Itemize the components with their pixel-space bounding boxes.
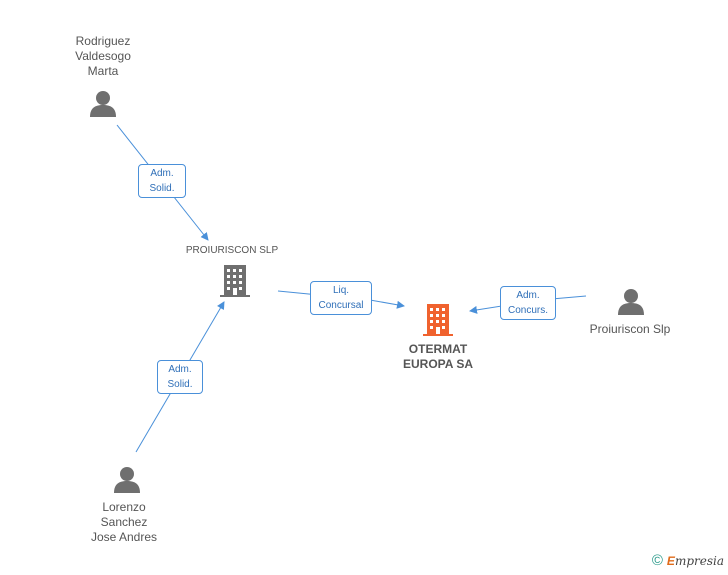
person-icon-proiuriscon[interactable] <box>618 289 644 315</box>
person-icon-rodriguez[interactable] <box>90 91 116 117</box>
edge-label-liq-concursal: Liq. Concursal <box>310 281 372 315</box>
node-label-proiuriscon-person[interactable]: Proiuriscon Slp <box>589 322 671 336</box>
node-label-otermat[interactable]: OTERMAT EUROPA SA <box>402 342 473 371</box>
person-icon-lorenzo[interactable] <box>114 467 140 493</box>
node-label-rodriguez[interactable]: Rodriguez Valdesogo Marta <box>75 34 131 78</box>
node-label-proiuriscon-slp[interactable]: PROIURISCON SLP <box>185 245 279 256</box>
footer-brand: ©Empresia <box>652 552 724 569</box>
building-icon-otermat[interactable] <box>423 304 453 336</box>
brand-logo-initial: E <box>666 554 675 568</box>
building-icon-proiuriscon[interactable] <box>220 265 250 297</box>
node-label-lorenzo[interactable]: Lorenzo Sanchez Jose Andres <box>90 500 158 544</box>
edge-label-rodriguez-adm-solid: Adm. Solid. <box>138 164 186 198</box>
edge-label-adm-concurs: Adm. Concurs. <box>500 286 556 320</box>
edge-label-lorenzo-adm-solid: Adm. Solid. <box>157 360 203 394</box>
copyright-icon: © <box>651 552 663 569</box>
brand-name: mpresia <box>674 554 724 568</box>
